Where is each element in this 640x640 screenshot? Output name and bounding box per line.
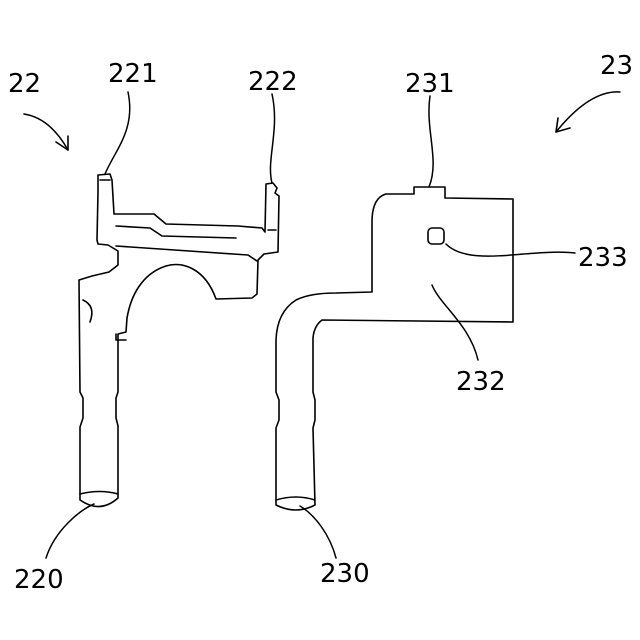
arrow-22-shaft xyxy=(24,114,68,150)
arrow-23-shaft xyxy=(556,92,620,132)
leader-222 xyxy=(270,94,274,183)
label-232: 232 xyxy=(456,367,506,397)
terminal-23-end-line xyxy=(276,497,315,500)
label-23: 23 xyxy=(600,51,633,81)
leader-230 xyxy=(300,506,336,558)
terminal-23-hole xyxy=(428,228,444,244)
label-22: 22 xyxy=(8,69,41,99)
label-233: 233 xyxy=(578,243,628,273)
terminal-23-outline xyxy=(276,187,513,510)
label-231: 231 xyxy=(405,69,455,99)
terminal-22-step-line xyxy=(116,226,236,238)
label-220: 220 xyxy=(14,565,64,595)
arrow-22-head xyxy=(56,136,68,150)
terminal-22-end-line xyxy=(80,492,118,495)
leader-232 xyxy=(432,285,478,360)
terminal-22-left-cut xyxy=(83,300,92,322)
terminal-22 xyxy=(79,174,279,507)
leader-233 xyxy=(446,244,575,256)
label-222: 222 xyxy=(248,67,298,97)
terminal-22-bend-line xyxy=(116,246,257,261)
leader-221 xyxy=(105,92,130,174)
label-221: 221 xyxy=(108,59,158,89)
label-230: 230 xyxy=(320,559,370,589)
terminal-23 xyxy=(276,187,513,510)
terminal-22-outline xyxy=(79,174,279,507)
leader-231 xyxy=(429,96,433,187)
leader-220 xyxy=(46,504,94,558)
